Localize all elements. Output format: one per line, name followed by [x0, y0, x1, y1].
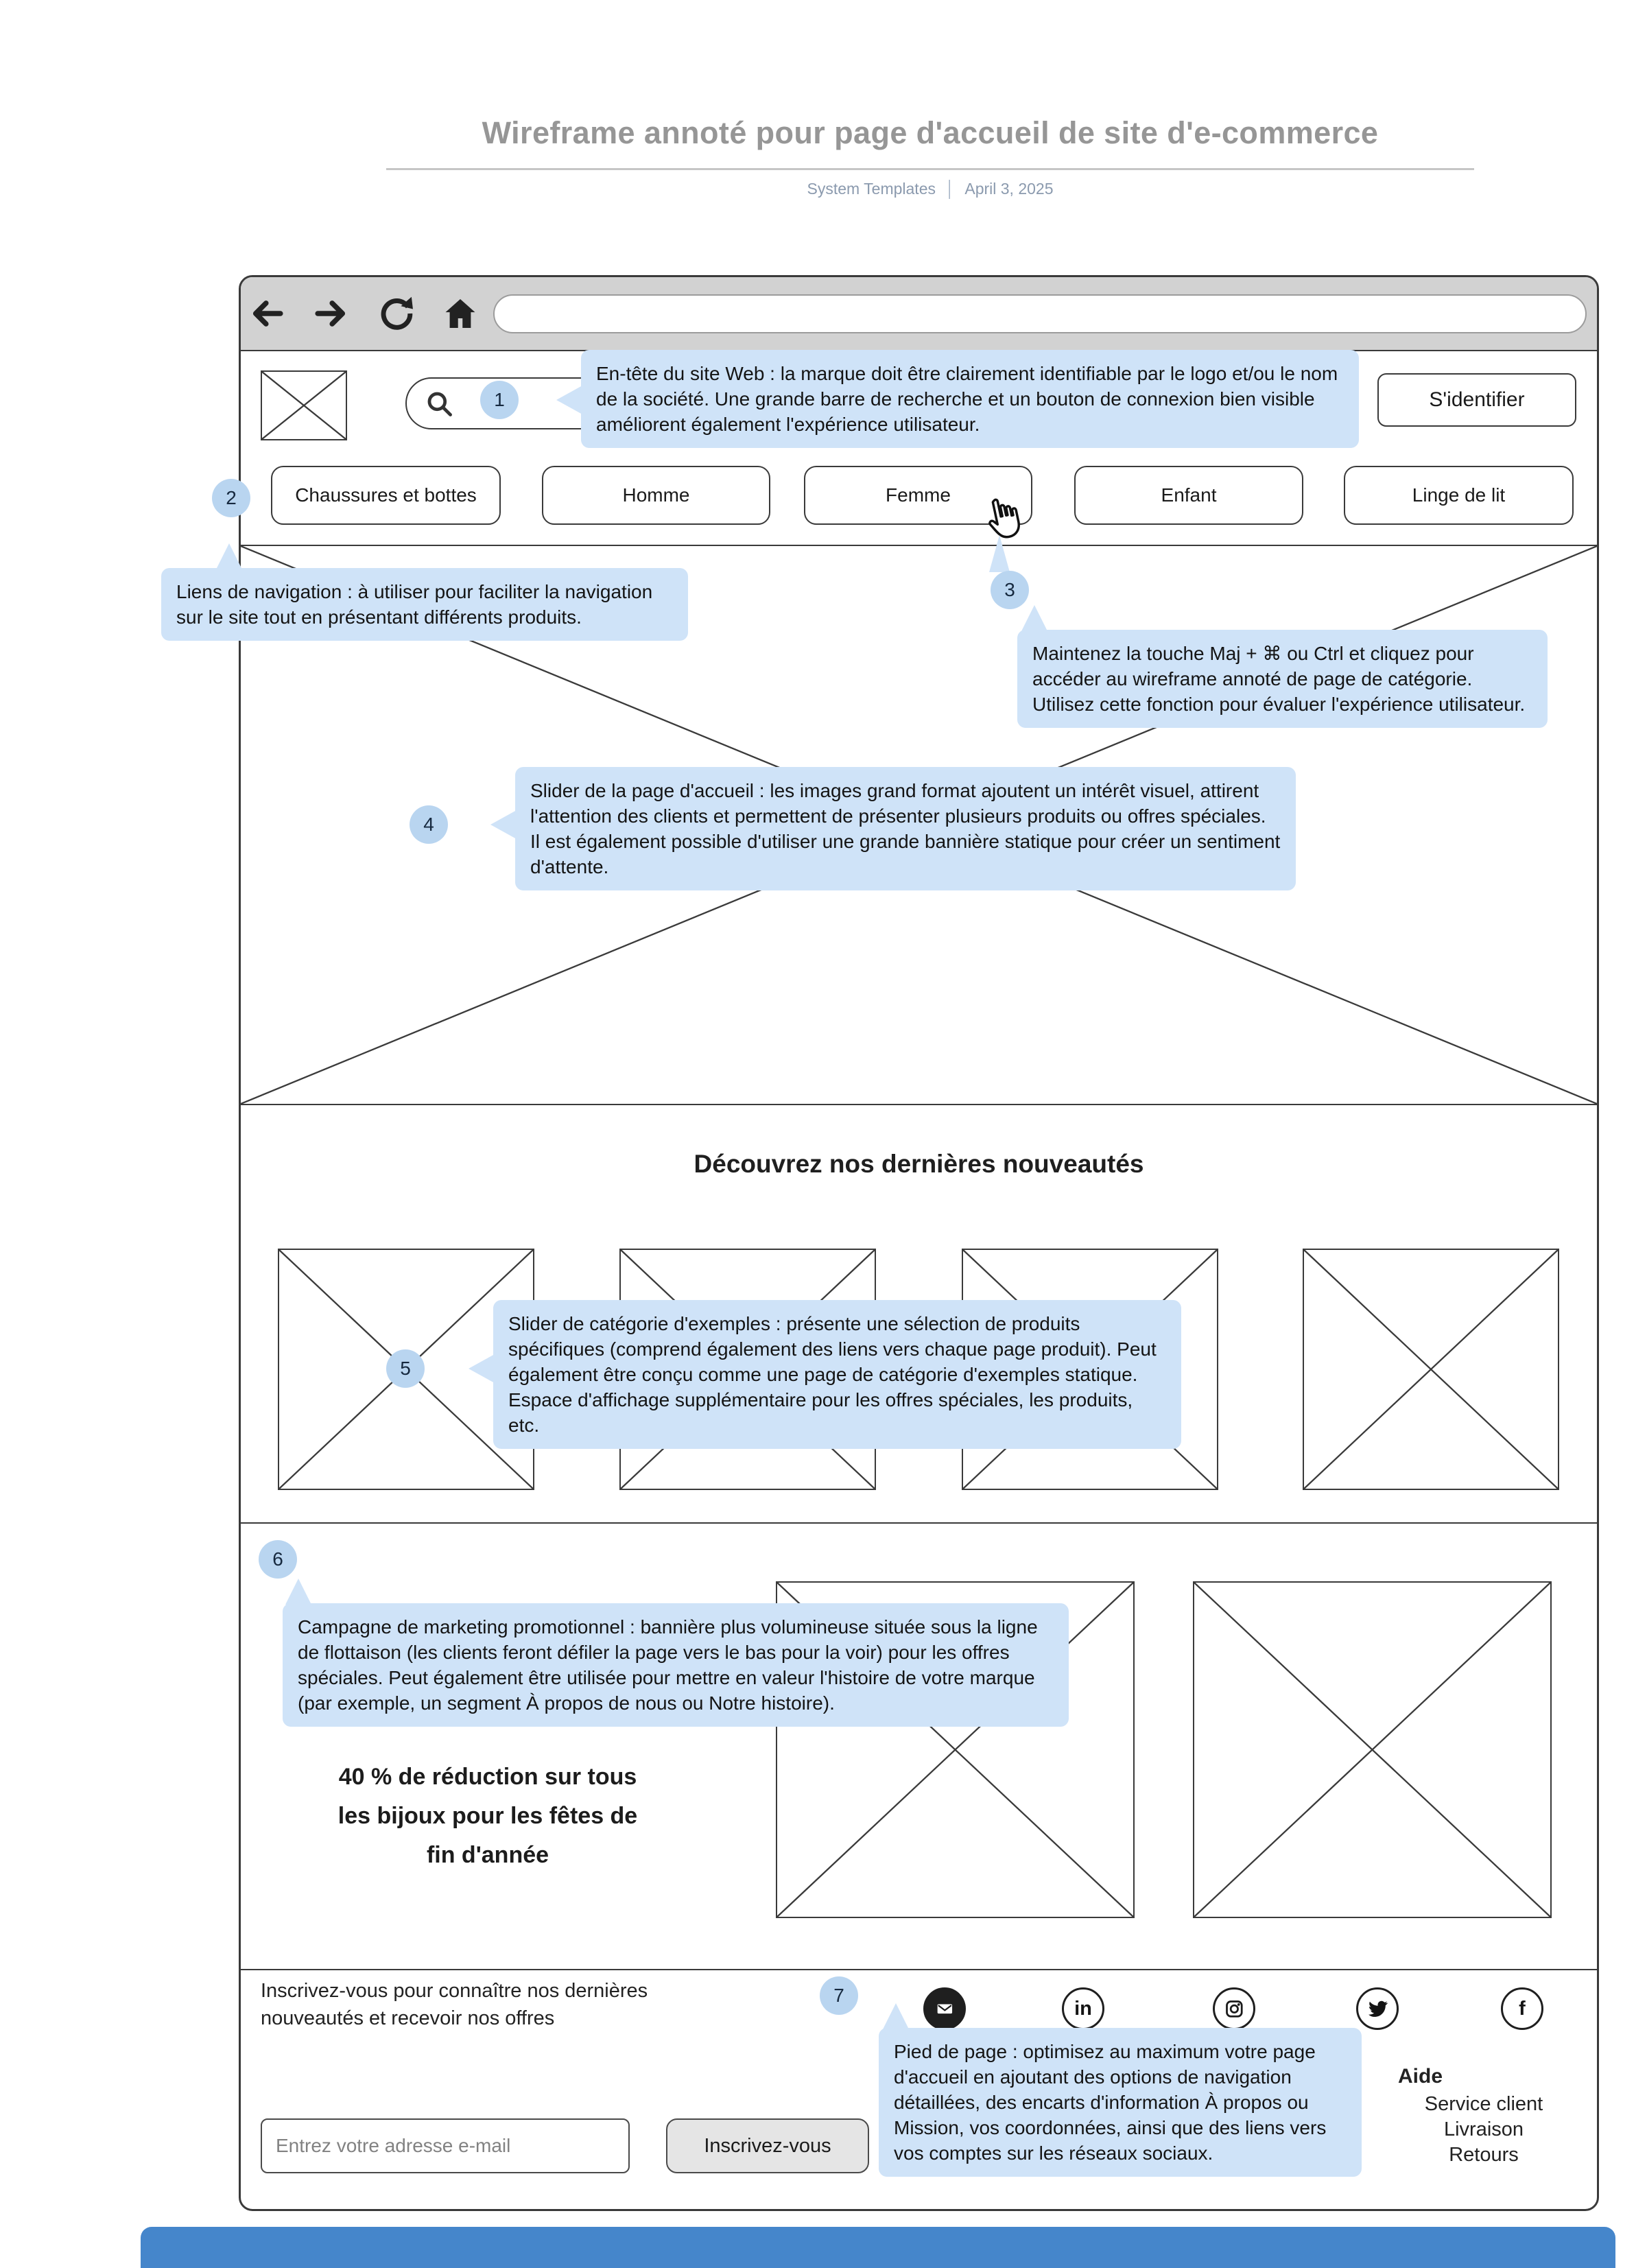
footer-links: Aide Service client Livraison Retours: [1398, 2064, 1569, 2168]
annotation-badge-6: 6: [259, 1540, 297, 1579]
callout-tail: [556, 386, 582, 414]
annotation-text: En-tête du site Web : la marque doit êtr…: [596, 363, 1338, 435]
callout-tail: [469, 1354, 495, 1383]
footer-divider: [241, 1969, 1597, 1970]
subtitle-date: April 3, 2025: [964, 180, 1054, 198]
annotation-text: Slider de catégorie d'exemples : présent…: [508, 1313, 1157, 1436]
forward-icon[interactable]: [312, 294, 351, 333]
twitter-icon[interactable]: [1356, 1987, 1399, 2030]
promo-image-placeholder: [1193, 1581, 1552, 1918]
page-subtitle: System Templates │ April 3, 2025: [386, 180, 1474, 198]
facebook-glyph: f: [1519, 1997, 1526, 2020]
title-divider: [386, 168, 1474, 170]
annotation-text: Maintenez la touche Maj + ⌘ ou Ctrl et c…: [1032, 643, 1526, 715]
annotation-text: Slider de la page d'accueil : les images…: [530, 780, 1281, 877]
annotation-callout-6: Campagne de marketing promotionnel : ban…: [283, 1579, 1069, 1727]
annotation-badge-3: 3: [991, 571, 1029, 609]
footer-link-service-client[interactable]: Service client: [1424, 2093, 1543, 2115]
subtitle-separator: │: [945, 180, 956, 198]
footer-link-livraison[interactable]: Livraison: [1443, 2118, 1524, 2140]
callout-tail: [883, 2003, 909, 2029]
footer-links-title: Aide: [1398, 2065, 1443, 2088]
nav-button-femme[interactable]: Femme: [804, 466, 1032, 525]
annotation-callout-5: Slider de catégorie d'exemples : présent…: [469, 1300, 1181, 1449]
instagram-icon[interactable]: [1213, 1987, 1255, 2030]
new-arrivals-heading: Découvrez nos dernières nouveautés: [694, 1150, 1144, 1178]
signin-button[interactable]: S'identifier: [1377, 373, 1576, 427]
annotation-callout-7: Pied de page : optimisez au maximum votr…: [879, 2003, 1362, 2177]
annotation-text: Liens de navigation : à utiliser pour fa…: [176, 581, 653, 628]
annotation-badge-2: 2: [212, 479, 250, 517]
browser-toolbar: [241, 277, 1597, 351]
promo-line: les bijoux pour les fêtes de: [337, 1803, 638, 1829]
callout-tail: [490, 810, 517, 839]
subtitle-source: System Templates: [807, 180, 936, 198]
search-icon: [427, 392, 452, 416]
newsletter-text: Inscrivez-vous pour connaître nos derniè…: [261, 1980, 648, 2029]
promo-line: fin d'année: [426, 1842, 549, 1868]
annotation-badge-5: 5: [386, 1349, 425, 1388]
footer-link-retours[interactable]: Retours: [1449, 2144, 1519, 2166]
email-input[interactable]: [261, 2118, 630, 2173]
annotation-badge-7: 7: [820, 1976, 858, 2015]
annotation-badge-4: 4: [410, 805, 448, 844]
annotation-text: Campagne de marketing promotionnel : ban…: [298, 1616, 1038, 1714]
subscribe-button[interactable]: Inscrivez-vous: [666, 2118, 869, 2173]
next-page-accent-strip: [141, 2227, 1615, 2268]
callout-tail: [216, 543, 242, 569]
annotation-badge-1: 1: [480, 381, 519, 419]
promo-headline: 40 % de réduction sur tous les bijoux po…: [275, 1758, 700, 1875]
nav-button-linge-de-lit[interactable]: Linge de lit: [1344, 466, 1574, 525]
nav-button-chaussures-et-bottes[interactable]: Chaussures et bottes: [271, 466, 501, 525]
annotation-callout-4: Slider de la page d'accueil : les images…: [490, 767, 1296, 890]
email-icon[interactable]: [923, 1987, 966, 2030]
url-bar[interactable]: [493, 294, 1587, 333]
annotation-3-connector: [989, 535, 1010, 572]
annotation-callout-2: Liens de navigation : à utiliser pour fa…: [161, 543, 688, 641]
facebook-icon[interactable]: f: [1501, 1987, 1543, 2030]
linkedin-icon[interactable]: in: [1062, 1987, 1104, 2030]
annotation-text: Pied de page : optimisez au maximum votr…: [894, 2041, 1327, 2164]
promo-line: 40 % de réduction sur tous: [338, 1764, 637, 1790]
refresh-icon[interactable]: [377, 294, 415, 333]
nav-button-homme[interactable]: Homme: [542, 466, 770, 525]
home-icon[interactable]: [441, 294, 479, 333]
product-placeholder: [1303, 1249, 1559, 1490]
section-divider: [241, 1522, 1597, 1524]
annotation-callout-1: En-tête du site Web : la marque doit êtr…: [556, 350, 1359, 448]
nav-button-enfant[interactable]: Enfant: [1074, 466, 1303, 525]
callout-tail: [1021, 605, 1047, 631]
hand-cursor-icon: [988, 498, 1020, 539]
logo-placeholder: [261, 370, 347, 440]
back-icon[interactable]: [248, 294, 286, 333]
browser-frame: S'identifier Chaussures et bottes Homme …: [239, 275, 1599, 2211]
callout-tail: [285, 1579, 311, 1605]
linkedin-glyph: in: [1074, 1997, 1092, 2020]
annotation-callout-3: Maintenez la touche Maj + ⌘ ou Ctrl et c…: [1017, 605, 1548, 728]
page-title: Wireframe annoté pour page d'accueil de …: [482, 115, 1379, 150]
